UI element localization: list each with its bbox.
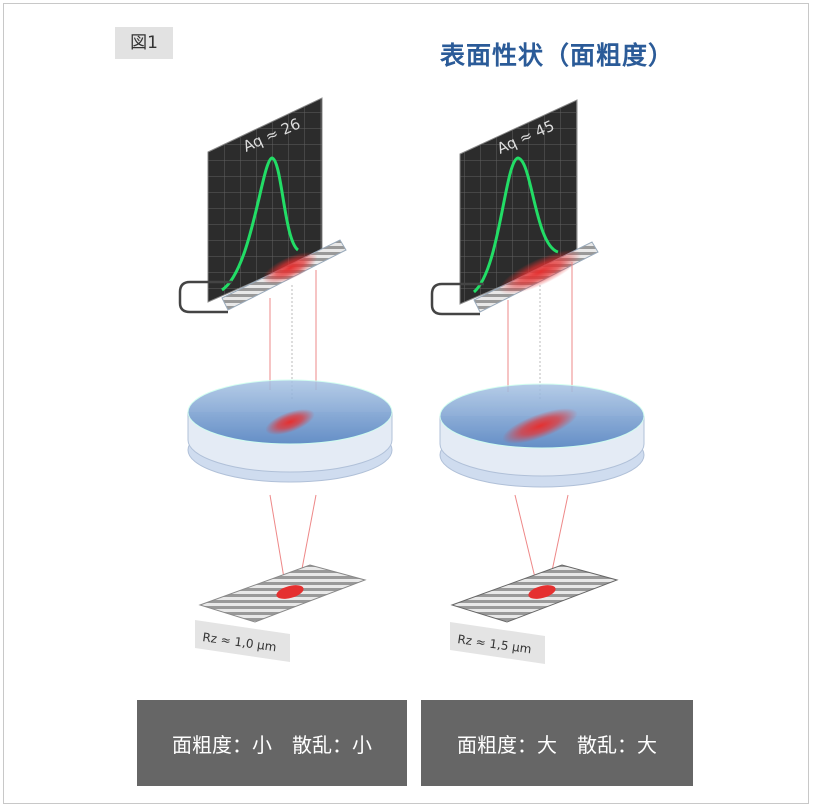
figure-label: 図1 <box>115 27 173 59</box>
figure-frame <box>3 3 809 804</box>
sensor-strip <box>221 239 347 311</box>
figure-title: 表面性状（面粗度） <box>440 41 675 70</box>
caption-left: 面粗度：小 散乱：小 <box>137 700 407 786</box>
distribution-curve <box>472 156 559 294</box>
distribution-curve <box>221 156 300 292</box>
monitor: Aq ≈ 45 <box>459 99 578 305</box>
caption-right: 面粗度：大 散乱：大 <box>421 700 693 786</box>
cable <box>430 282 484 316</box>
lens <box>187 379 393 483</box>
unit-left: Aq ≈ 26 Rz ≈ 1,0 µm <box>178 97 393 662</box>
sample-surface: Rz ≈ 1,0 µm <box>195 564 367 662</box>
sample-surface: Rz ≈ 1,5 µm <box>450 564 619 664</box>
unit-right: Aq ≈ 45 Rz ≈ 1,5 µm <box>430 99 645 664</box>
cable <box>178 280 232 314</box>
sensor-strip <box>473 241 599 313</box>
lens <box>439 383 645 488</box>
